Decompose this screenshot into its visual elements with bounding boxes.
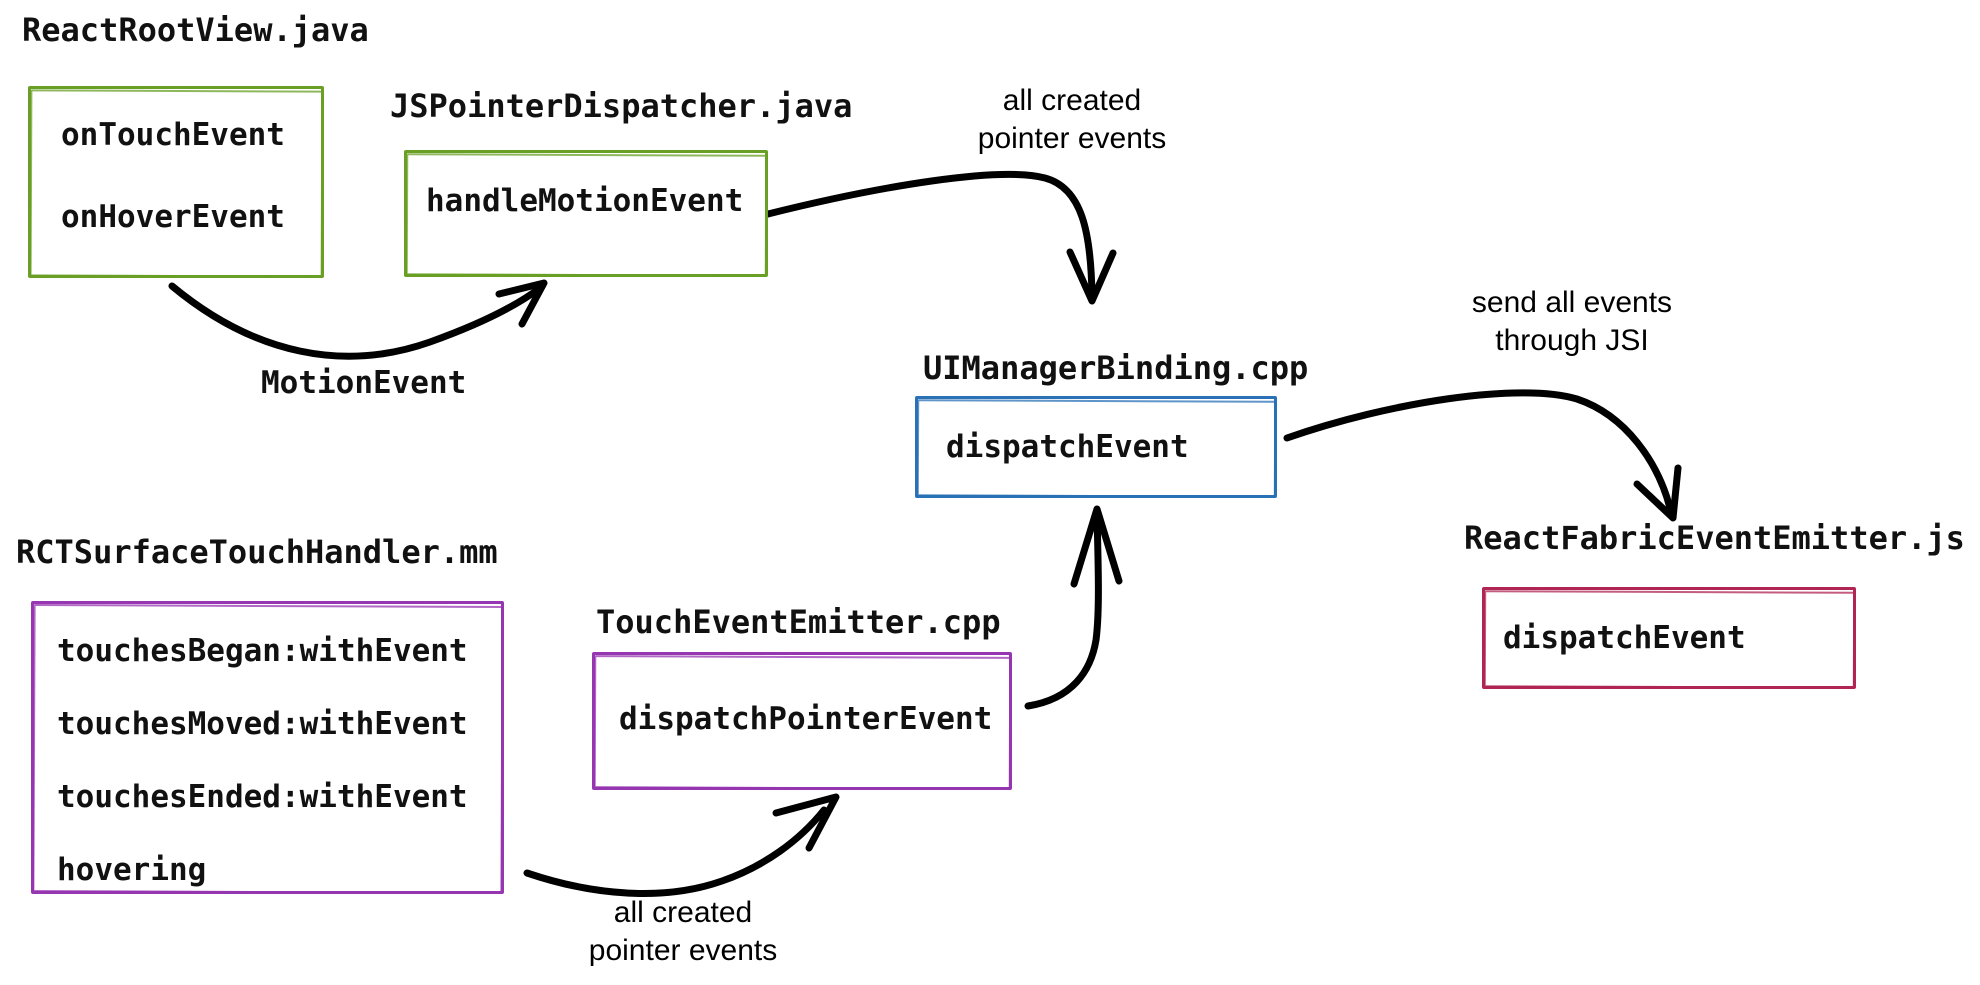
edge-label-all-created-pointer-events-top: all created pointer events: [977, 84, 1167, 155]
method-label: onHoverEvent: [61, 199, 285, 235]
arrow-all-created-pointer-events-bottom: [523, 793, 840, 897]
node-touch-event-emitter: dispatchPointerEvent: [592, 652, 1012, 790]
node-react-root-view: onTouchEvent onHoverEvent: [28, 86, 324, 278]
method-label: touchesBegan:withEvent: [57, 633, 468, 669]
edge-label-motion-event: MotionEvent: [261, 365, 467, 401]
node-rct-surface-touch-handler: touchesBegan:withEvent touchesMoved:with…: [31, 601, 504, 894]
edge-label-send-all-events-through-jsi: send all events through JSI: [1471, 286, 1673, 357]
node-title-ui-manager-binding: UIManagerBinding.cpp: [923, 349, 1309, 387]
node-ui-manager-binding: dispatchEvent: [915, 396, 1277, 498]
method-label: hovering: [57, 852, 207, 888]
method-label: dispatchEvent: [946, 429, 1189, 465]
method-label: handleMotionEvent: [426, 183, 744, 219]
node-title-touch-event-emitter: TouchEventEmitter.cpp: [596, 603, 1001, 641]
arrow-all-created-pointer-events-top: [764, 171, 1117, 305]
method-label: onTouchEvent: [61, 117, 285, 153]
node-js-pointer-dispatcher: handleMotionEvent: [404, 150, 768, 277]
arrow-motion-event: [168, 279, 548, 360]
method-label: touchesMoved:withEvent: [57, 706, 468, 742]
arrow-dispatch-pointer-event-up: [1024, 505, 1123, 710]
method-label: touchesEnded:withEvent: [57, 779, 468, 815]
node-react-fabric-event-emitter: dispatchEvent: [1482, 587, 1856, 689]
method-label: dispatchEvent: [1503, 620, 1746, 656]
node-title-rct-surface-touch-handler: RCTSurfaceTouchHandler.mm: [16, 533, 498, 571]
edge-label-all-created-pointer-events-bottom: all created pointer events: [588, 896, 778, 967]
node-title-js-pointer-dispatcher: JSPointerDispatcher.java: [390, 87, 853, 125]
method-label: dispatchPointerEvent: [619, 701, 993, 737]
node-title-react-fabric-event-emitter: ReactFabricEventEmitter.js: [1464, 519, 1965, 557]
arrow-send-all-events-through-jsi: [1283, 389, 1682, 522]
node-title-react-root-view: ReactRootView.java: [22, 11, 369, 49]
